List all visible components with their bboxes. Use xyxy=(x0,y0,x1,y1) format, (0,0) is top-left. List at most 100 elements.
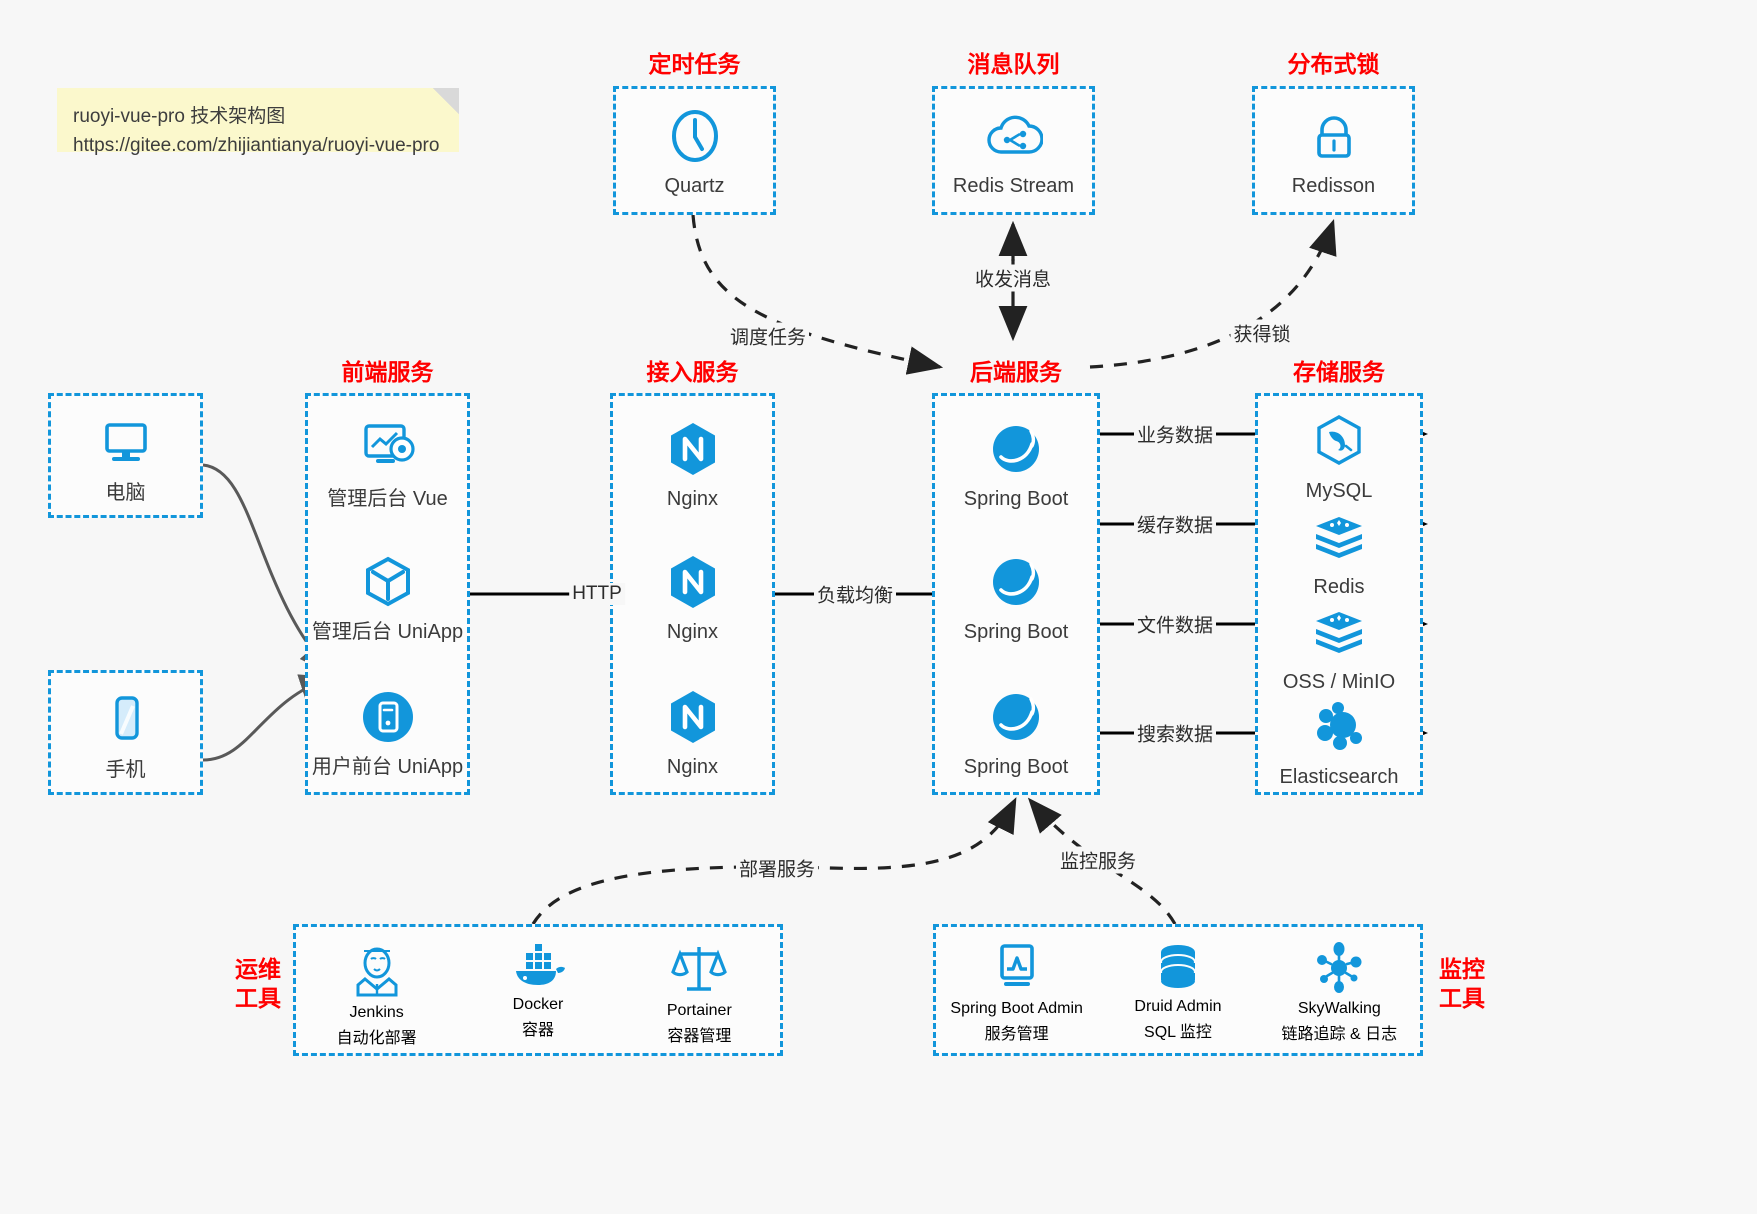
edge-label-message: 收发消息 xyxy=(971,264,1055,292)
group-title-devops-line2: 工具 xyxy=(235,984,281,1011)
edge-label-cache-data: 缓存数据 xyxy=(1133,510,1217,538)
node-skywalking[interactable]: SkyWalking 链路追踪 & 日志 xyxy=(1259,941,1420,1044)
node-druid-admin[interactable]: Druid Admin SQL 监控 xyxy=(1097,941,1258,1044)
node-nginx-3[interactable]: Nginx xyxy=(613,686,772,780)
node-sublabel: 容器 xyxy=(521,1022,554,1039)
lock-icon xyxy=(1255,105,1412,167)
node-spring-boot-2[interactable]: Spring Boot xyxy=(935,551,1097,645)
node-label: Redis Stream xyxy=(952,175,1075,197)
edge-label-schedule: 调度任务 xyxy=(726,322,810,350)
spring-leaf-icon xyxy=(935,418,1097,480)
node-mysql[interactable]: MySQL xyxy=(1258,410,1420,504)
node-sublabel: SQL 监控 xyxy=(1144,1024,1212,1041)
node-spring-boot-admin[interactable]: Spring Boot Admin 服务管理 xyxy=(936,941,1097,1044)
monitor-chart-icon xyxy=(936,941,1097,1000)
nginx-icon xyxy=(613,418,772,480)
docker-whale-icon xyxy=(457,941,618,996)
redis-stack-icon xyxy=(1258,601,1420,663)
group-box-mq: Redis Stream xyxy=(932,86,1095,215)
node-label: Quartz xyxy=(664,175,725,197)
group-title-devops: 运维 工具 xyxy=(228,955,288,1013)
edge-label-monitoring: 监控服务 xyxy=(1056,846,1140,874)
node-label: Nginx xyxy=(666,756,719,778)
node-label: Nginx xyxy=(666,488,719,510)
node-nginx-2[interactable]: Nginx xyxy=(613,551,772,645)
group-title-lock: 分布式锁 xyxy=(1287,51,1380,77)
node-quartz[interactable]: Quartz xyxy=(616,105,773,199)
node-redisson[interactable]: Redisson xyxy=(1255,105,1412,199)
node-oss-minio[interactable]: OSS / MinIO xyxy=(1258,601,1420,695)
node-label: Jenkins xyxy=(349,1004,404,1021)
group-title-storage: 存储服务 xyxy=(1293,359,1385,385)
node-user-uniapp[interactable]: 用户前台 UniApp xyxy=(308,686,467,780)
sticky-note: ruoyi-vue-pro 技术架构图 https://gitee.com/zh… xyxy=(57,88,459,156)
redis-stack-icon xyxy=(1258,506,1420,568)
node-label: Spring Boot xyxy=(963,756,1069,778)
node-admin-vue[interactable]: 管理后台 Vue xyxy=(308,418,467,512)
group-box-frontend: 管理后台 Vue 管理后台 UniApp 用户前台 UniApp xyxy=(305,393,470,795)
dashboard-gear-icon xyxy=(308,418,467,480)
node-label: SkyWalking xyxy=(1297,1000,1381,1017)
group-title-backend: 后端服务 xyxy=(970,359,1062,385)
edge-label-search-data: 搜索数据 xyxy=(1133,719,1217,747)
cube-icon xyxy=(308,551,467,613)
node-pc[interactable]: 电脑 xyxy=(51,412,200,506)
desktop-icon xyxy=(51,412,200,474)
mobile-circle-icon xyxy=(308,686,467,748)
node-label: Redisson xyxy=(1291,175,1376,197)
node-admin-uniapp[interactable]: 管理后台 UniApp xyxy=(308,551,467,645)
group-box-lock: Redisson xyxy=(1252,86,1415,215)
nginx-icon xyxy=(613,686,772,748)
elasticsearch-icon xyxy=(1258,696,1420,758)
node-label: 手机 xyxy=(105,759,146,781)
group-title-monitor-line2: 工具 xyxy=(1439,984,1485,1011)
edge-label-file-data: 文件数据 xyxy=(1133,610,1217,638)
node-sublabel: 服务管理 xyxy=(984,1026,1049,1043)
node-label: Druid Admin xyxy=(1134,998,1222,1015)
node-label: Redis xyxy=(1313,576,1365,598)
edge-label-http: HTTP xyxy=(569,583,625,605)
node-label: 电脑 xyxy=(105,482,146,504)
group-title-monitor: 监控 工具 xyxy=(1432,955,1492,1013)
node-mobile[interactable]: 手机 xyxy=(51,689,200,783)
scales-icon xyxy=(619,941,780,1002)
node-nginx-1[interactable]: Nginx xyxy=(613,418,772,512)
group-box-client-pc: 电脑 xyxy=(48,393,203,518)
spring-leaf-icon xyxy=(935,686,1097,748)
group-title-mq: 消息队列 xyxy=(967,51,1060,77)
note-line-url: https://gitee.com/zhijiantianya/ruoyi-vu… xyxy=(73,135,440,157)
node-label: MySQL xyxy=(1305,480,1373,502)
node-redis-stream[interactable]: Redis Stream xyxy=(935,105,1092,199)
mysql-dolphin-icon xyxy=(1258,410,1420,472)
node-label: Docker xyxy=(512,996,564,1013)
group-box-monitor: Spring Boot Admin 服务管理 Druid Admin xyxy=(933,924,1423,1056)
node-elasticsearch[interactable]: Elasticsearch xyxy=(1258,696,1420,790)
node-sublabel: 链路追踪 & 日志 xyxy=(1281,1026,1398,1043)
nginx-icon xyxy=(613,551,772,613)
group-box-scheduler: Quartz xyxy=(613,86,776,215)
cloud-stream-icon xyxy=(935,105,1092,167)
node-portainer[interactable]: Portainer 容器管理 xyxy=(619,941,780,1048)
spring-leaf-icon xyxy=(935,551,1097,613)
node-jenkins[interactable]: Jenkins 自动化部署 xyxy=(296,941,457,1048)
group-box-backend: Spring Boot Spring Boot Spring Boot xyxy=(932,393,1100,795)
edge-label-getlock: 获得锁 xyxy=(1230,319,1294,347)
phone-icon xyxy=(51,689,200,751)
node-label: OSS / MinIO xyxy=(1282,671,1396,693)
group-box-devops: Jenkins 自动化部署 xyxy=(293,924,783,1056)
clock-icon xyxy=(616,105,773,167)
note-line-title: ruoyi-vue-pro 技术架构图 xyxy=(73,106,286,127)
edge-get-lock xyxy=(1089,218,1337,369)
node-label: 管理后台 UniApp xyxy=(311,621,464,643)
node-spring-boot-3[interactable]: Spring Boot xyxy=(935,686,1097,780)
node-label: Spring Boot Admin xyxy=(950,1000,1083,1017)
note-fold-icon xyxy=(433,88,459,114)
node-spring-boot-1[interactable]: Spring Boot xyxy=(935,418,1097,512)
node-redis[interactable]: Redis xyxy=(1258,506,1420,600)
edge-label-deploy: 部署服务 xyxy=(735,854,819,882)
database-icon xyxy=(1097,941,1258,998)
skywalking-icon xyxy=(1259,941,1420,1000)
node-docker[interactable]: Docker 容器 xyxy=(457,941,618,1048)
node-label: Spring Boot xyxy=(963,621,1069,643)
